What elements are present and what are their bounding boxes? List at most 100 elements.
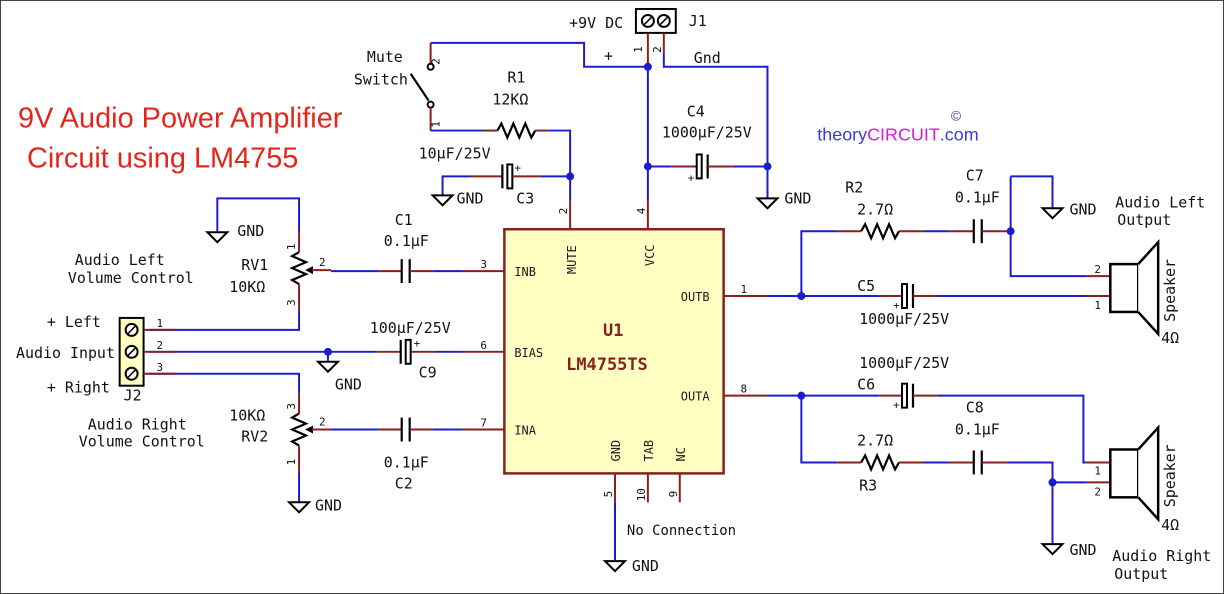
r1-value: 12KΩ (492, 91, 528, 109)
pin-name-ina: INA (514, 424, 536, 438)
rv1-desc-1: Audio Left (75, 251, 165, 269)
spk-left-desc-1: Audio Left (1115, 193, 1205, 211)
rv1-pin2: 2 (319, 256, 326, 269)
c7-ref: C7 (966, 166, 984, 184)
c6-ref: C6 (857, 376, 875, 394)
gnd-label-c9: GND (335, 376, 362, 394)
ic-ref: U1 (603, 320, 623, 340)
rv1-ref: RV1 (241, 256, 268, 274)
gnd-label-c8: GND (1069, 541, 1096, 559)
input-audio-label: Audio Input (16, 344, 115, 362)
input-right-label: + Right (47, 379, 110, 397)
input-left-label: + Left (47, 313, 101, 331)
power-connector-j1 (634, 7, 677, 34)
mute-pin1: 1 (430, 121, 443, 128)
c4-value: 1000µF/25V (662, 124, 752, 142)
pin-name-vcc: VCC (643, 245, 657, 267)
c1-value: 0.1µF (384, 232, 429, 250)
c9-capacitor (399, 338, 412, 365)
spk-right-desc-1: Audio Right (1112, 547, 1211, 565)
c2-value: 0.1µF (384, 453, 429, 471)
gnd-symbol-c7 (1040, 207, 1065, 220)
plus-label: + (604, 47, 613, 65)
r1-resistor (496, 120, 537, 141)
spk-right-pin2: 2 (1094, 485, 1101, 498)
gnd-net-label: Gnd (694, 49, 721, 67)
rv2-ref: RV2 (241, 428, 268, 446)
pin-num-mute: 2 (557, 208, 570, 215)
rv1-desc-2: Volume Control (68, 269, 194, 287)
pin-name-gnd: GND (609, 440, 623, 462)
pin-name-inb: INB (514, 265, 536, 279)
gnd-label-c7: GND (1069, 200, 1096, 218)
c4-ref: C4 (687, 103, 705, 121)
pin-num-gnd: 5 (602, 491, 615, 498)
pin-num-inb: 3 (480, 258, 487, 271)
rv1-pin3: 3 (285, 299, 298, 306)
c5-ref: C5 (857, 277, 875, 295)
spk-left-pin2: 2 (1094, 263, 1101, 276)
j1-pin1: 1 (632, 46, 645, 53)
spk-left-desc-2: Output (1117, 211, 1171, 229)
mute-pin2: 2 (430, 58, 443, 65)
title-line1: 9V Audio Power Amplifier (18, 103, 343, 135)
pin-num-outb: 1 (741, 283, 748, 296)
svg-text:+: + (893, 399, 900, 412)
pin-num-vcc: 4 (635, 207, 648, 214)
pin-num-nc: 9 (667, 491, 680, 498)
svg-text:+: + (893, 299, 900, 312)
c8-capacitor (972, 450, 983, 475)
j2-pin2: 2 (157, 339, 164, 352)
spk-right-type: Speaker (1161, 444, 1179, 507)
c7-value: 0.1µF (955, 188, 1000, 206)
j2-ref: J2 (124, 387, 142, 405)
mute-label-1: Mute (367, 48, 403, 66)
gnd-label-rv1: GND (237, 222, 264, 240)
no-connection-label: No Connection (627, 523, 736, 539)
pin-name-bias: BIAS (514, 346, 543, 360)
c6-capacitor (901, 382, 915, 409)
pin-name-outa: OUTA (681, 390, 710, 404)
gnd-symbol-rv2 (286, 501, 312, 514)
mute-label-2: Switch (354, 71, 408, 89)
mute-switch (409, 42, 435, 131)
c9-ref: C9 (419, 364, 437, 382)
gnd-symbol-c8 (1040, 543, 1065, 556)
j1-pin2: 2 (651, 46, 664, 53)
c8-value: 0.1µF (955, 421, 1000, 439)
c5-capacitor (901, 283, 915, 309)
brand-logo: theoryCIRCUIT.com (817, 125, 978, 145)
brand-prefix: theory (817, 125, 867, 145)
gnd-label-c3: GND (457, 189, 484, 207)
j2-pin1: 1 (157, 317, 164, 330)
ic-u1-body (503, 227, 725, 475)
pin-num-ina: 7 (480, 417, 487, 430)
c1-ref: C1 (395, 211, 413, 229)
c4-capacitor (695, 153, 709, 180)
r3-resistor (860, 452, 900, 473)
spk-right-impedance: 4Ω (1161, 516, 1179, 534)
gnd-label-rv2: GND (315, 496, 342, 514)
c2-capacitor (400, 417, 411, 442)
speaker-right-icon (1109, 424, 1160, 523)
rv2-pin3: 3 (285, 403, 298, 410)
spk-left-type: Speaker (1161, 259, 1179, 322)
pin-num-tab: 10 (635, 488, 648, 501)
r2-resistor (860, 221, 900, 241)
r1-ref: R1 (507, 69, 525, 87)
pin-num-outa: 8 (741, 383, 748, 396)
r2-value: 2.7Ω (857, 200, 893, 218)
r3-value: 2.7Ω (857, 431, 893, 449)
spk-left-pin1: 1 (1094, 299, 1101, 312)
spk-left-impedance: 4Ω (1161, 329, 1179, 347)
c3-capacitor (501, 163, 514, 190)
c6-value: 1000µF/25V (859, 354, 949, 372)
rv2-value: 10KΩ (229, 407, 265, 425)
pin-num-bias: 6 (480, 339, 487, 352)
copyright-mark: © (951, 108, 962, 124)
rv2-pin2: 2 (319, 416, 326, 429)
brand-highlight: CIRCUIT (867, 125, 940, 145)
pin-name-outb: OUTB (681, 290, 710, 304)
svg-text:+: + (514, 161, 521, 174)
